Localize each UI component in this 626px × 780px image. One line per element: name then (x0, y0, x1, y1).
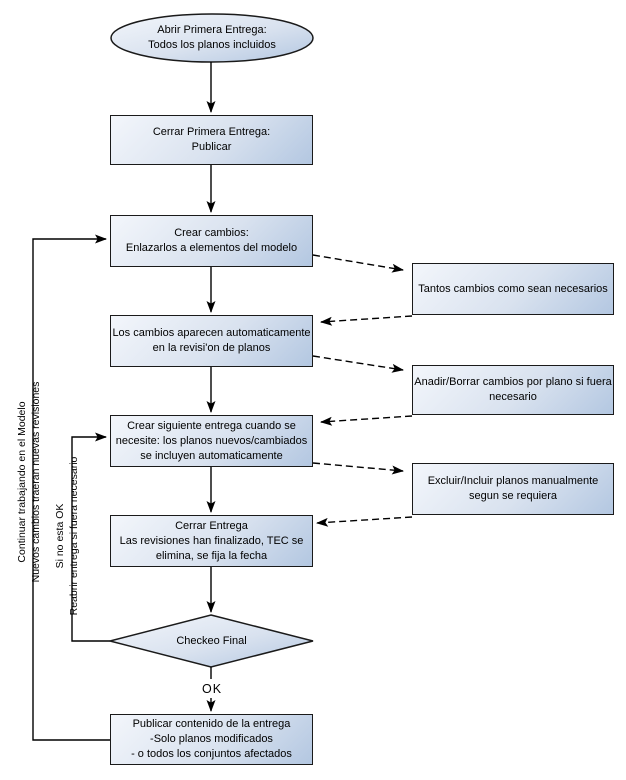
node-next-delivery: Crear siguiente entrega cuando se necesi… (110, 415, 313, 467)
node-close-delivery-label: Cerrar Entrega Las revisiones han finali… (119, 519, 304, 562)
node-close-delivery: Cerrar Entrega Las revisiones han finali… (110, 515, 313, 567)
edge-label-ok: OK (201, 682, 223, 696)
note-add-remove-changes-label: Anadir/Borrar cambios por plano si fuera… (414, 376, 612, 403)
note-as-many-changes-label: Tantos cambios como sean necesarios (418, 282, 608, 295)
node-changes-appear: Los cambios aparecen automaticamente en … (110, 315, 313, 367)
edge-label-continue-model: Continuar trabajando en el Modelo Nuevos… (16, 381, 42, 583)
node-publish-content-label: Publicar contenido de la entrega -Solo p… (131, 718, 292, 760)
node-create-changes-label: Crear cambios: Enlazarlos a elementos de… (125, 227, 298, 254)
node-close-first-delivery-label: Cerrar Primera Entrega: Publicar (152, 126, 271, 153)
note-add-remove-changes: Anadir/Borrar cambios por plano si fuera… (412, 365, 614, 415)
node-publish-content: Publicar contenido de la entrega -Solo p… (110, 714, 313, 765)
dashed-note1-to-changes-appear (320, 315, 413, 326)
note-exclude-include-plans: Excluir/Incluir planos manualmente segun… (412, 463, 614, 515)
node-close-first-delivery: Cerrar Primera Entrega: Publicar (110, 115, 313, 165)
node-create-changes: Crear cambios: Enlazarlos a elementos de… (110, 215, 313, 267)
dashed-changes-appear-to-note2 (312, 355, 404, 373)
note-as-many-changes: Tantos cambios como sean necesarios (412, 263, 614, 315)
node-changes-appear-label: Los cambios aparecen automaticamente en … (112, 327, 311, 354)
node-next-delivery-label: Crear siguiente entrega cuando se necesi… (115, 419, 308, 462)
note-exclude-include-plans-label: Excluir/Incluir planos manualmente segun… (427, 475, 599, 502)
loop-publish-to-create-changes (32, 234, 110, 741)
node-final-check-label: Checkeo Final (176, 634, 247, 647)
dashed-create-changes-to-note1 (312, 254, 404, 273)
edge-label-not-ok: Si no esta OK Reabrir entrega si fuera n… (54, 456, 80, 616)
loop-final-check-to-next-delivery (71, 432, 110, 642)
node-start: Abrir Primera Entrega: Todos los planos … (111, 14, 313, 62)
dashed-note2-to-next-delivery (320, 415, 413, 426)
dashed-note3-to-close-delivery (316, 516, 413, 527)
node-start-label: Abrir Primera Entrega: Todos los planos … (148, 24, 276, 51)
dashed-next-delivery-to-note3 (312, 462, 404, 475)
start-ellipse-shape (110, 13, 314, 63)
node-final-check: Checkeo Final (130, 615, 293, 667)
